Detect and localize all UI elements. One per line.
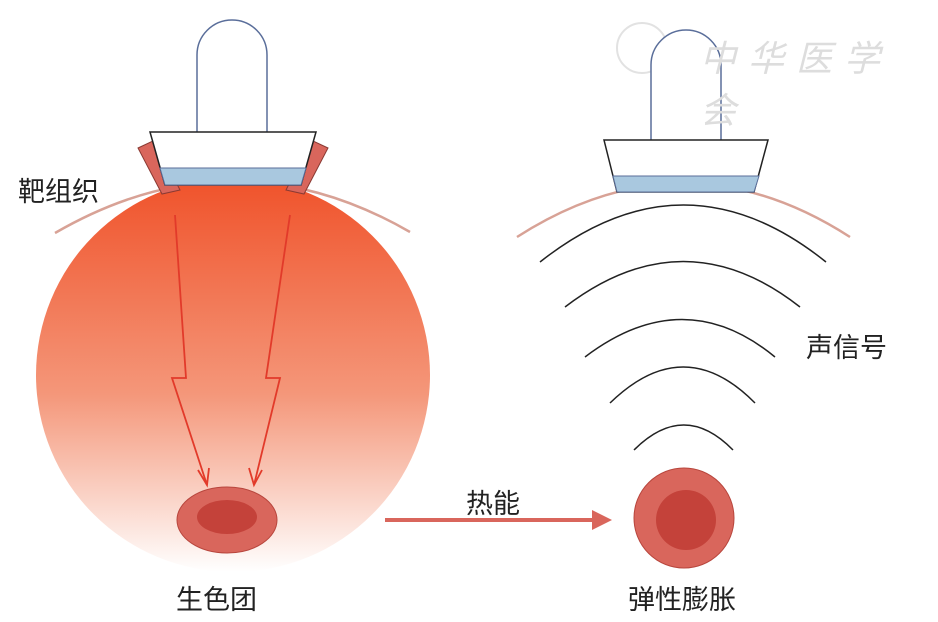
label-chromophore: 生色团 [176, 585, 257, 616]
watermark: 中华医学会 [700, 39, 893, 132]
expanded-cell [633, 467, 735, 569]
chromophore-cell [176, 486, 278, 554]
label-elastic-expansion: 弹性膨胀 [628, 585, 736, 616]
label-thermal-energy: 热能 [466, 489, 520, 520]
label-acoustic-signal: 声信号 [806, 333, 887, 364]
acoustic-waves [539, 204, 827, 451]
laser-probe-left [137, 19, 329, 195]
light-arrows [170, 214, 291, 488]
heated-region [36, 178, 430, 572]
thermal-energy-arrow [385, 510, 612, 530]
label-target-tissue: 靶组织 [18, 177, 99, 208]
ultrasound-probe-right [603, 29, 769, 193]
